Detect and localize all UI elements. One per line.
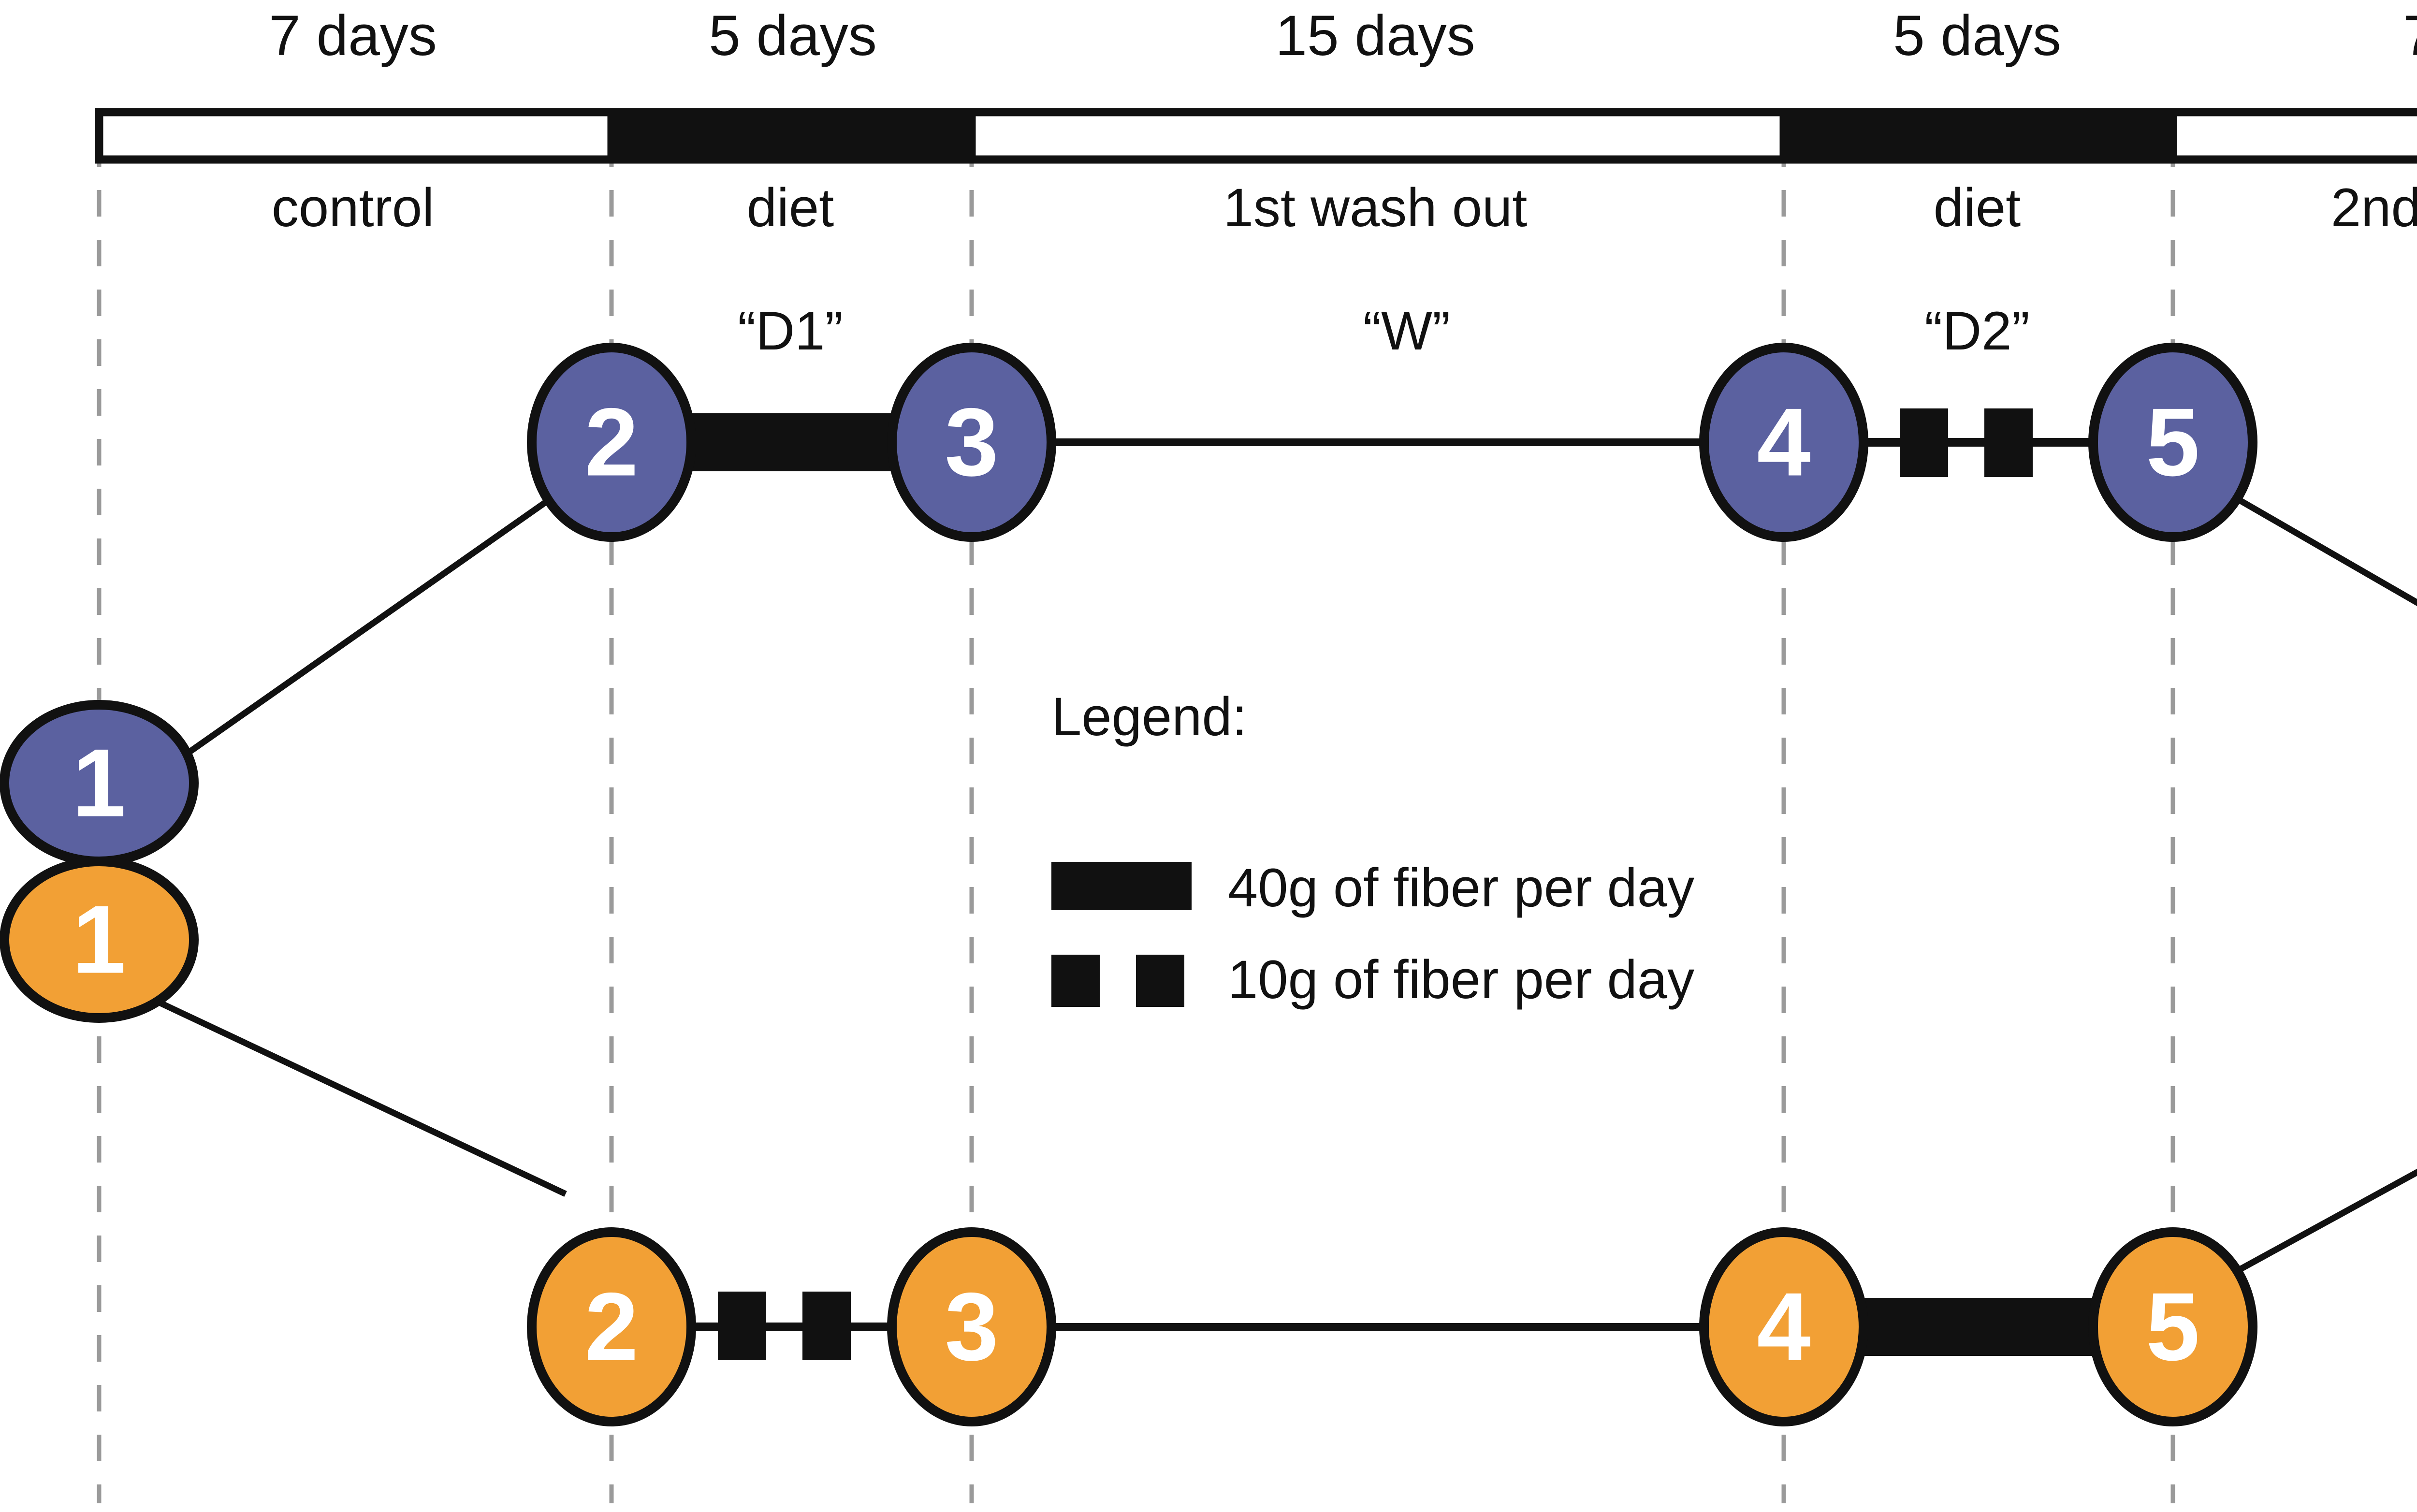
node-b-1-label: 1: [72, 886, 126, 994]
node-b-4-label: 4: [1757, 1273, 1810, 1381]
node-a-5[interactable]: 5: [2088, 343, 2257, 542]
node-a-4-label: 4: [1757, 389, 1810, 496]
duration-label-diet-2: 5 days: [1893, 4, 2061, 68]
node-b-3-label: 3: [945, 1273, 998, 1381]
node-a-3-label: 3: [945, 389, 998, 496]
phase-code-w: “W”: [1363, 301, 1451, 361]
timeline-segment-washout-1: [967, 108, 1788, 164]
node-b-2[interactable]: 2: [527, 1227, 696, 1426]
node-a-4[interactable]: 4: [1699, 343, 1868, 542]
arm-b-links: [144, 993, 2417, 1360]
node-a-5-label: 5: [2146, 389, 2199, 496]
legend-label-10g: 10g of fiber per day: [1228, 949, 1695, 1010]
phase-label-washout-1: 1st wash out: [1223, 177, 1528, 238]
phase-code-d1: “D1”: [738, 301, 843, 361]
timeline-bar: [95, 108, 2417, 164]
timeline-segment-diet-2: [1779, 108, 2177, 164]
node-a-1-label: 1: [72, 729, 126, 837]
arm-a-links: [143, 408, 2417, 786]
duration-label-control: 7 days: [269, 4, 437, 68]
node-b-5-label: 5: [2146, 1273, 2199, 1381]
node-b-1[interactable]: 1: [0, 857, 199, 1023]
node-a-2-label: 2: [584, 389, 638, 496]
timeline-segment-diet-1: [607, 108, 976, 164]
legend-dashed-bar-icon-part-1: [1051, 955, 1100, 1007]
duration-label-washout-1: 15 days: [1275, 4, 1475, 68]
phase-label-diet-1: diet: [746, 177, 834, 238]
node-b-3[interactable]: 3: [887, 1227, 1056, 1426]
phase-label-washout-2: 2nd wash out: [2330, 177, 2417, 238]
node-b-4[interactable]: 4: [1699, 1227, 1868, 1426]
link-b-5-6: [2217, 1168, 2417, 1284]
legend-solid-bar-icon: [1051, 862, 1192, 910]
node-b-2-label: 2: [584, 1273, 638, 1381]
duration-label-washout-2: 7 days: [2403, 3, 2417, 69]
node-a-3[interactable]: 3: [887, 343, 1056, 542]
link-b-1-2: [144, 993, 567, 1197]
node-a-1[interactable]: 1: [0, 700, 199, 866]
timeline-segment-control: [95, 108, 616, 164]
legend-label-40g: 40g of fiber per day: [1228, 858, 1695, 918]
node-b-5[interactable]: 5: [2088, 1227, 2257, 1426]
phase-label-diet-2: diet: [1933, 177, 2021, 238]
duration-label-diet-1: 5 days: [709, 4, 877, 68]
legend-symbols: [1051, 862, 1192, 1007]
node-a-2[interactable]: 2: [527, 343, 696, 542]
phase-label-control: control: [271, 177, 435, 238]
phase-code-d2: “D2”: [1924, 301, 2030, 361]
arm-a-nodes: 1 2 3 4 5 6: [0, 343, 2257, 866]
legend-title: Legend:: [1051, 686, 1247, 747]
link-a-1-2: [143, 485, 568, 786]
link-a-5-6: [2217, 485, 2417, 607]
arm-b-nodes: 1 2 3 4 5 6: [0, 857, 2257, 1426]
timeline-segment-washout-2: [2169, 108, 2417, 164]
legend-dashed-bar-icon-part-2: [1136, 955, 1184, 1007]
